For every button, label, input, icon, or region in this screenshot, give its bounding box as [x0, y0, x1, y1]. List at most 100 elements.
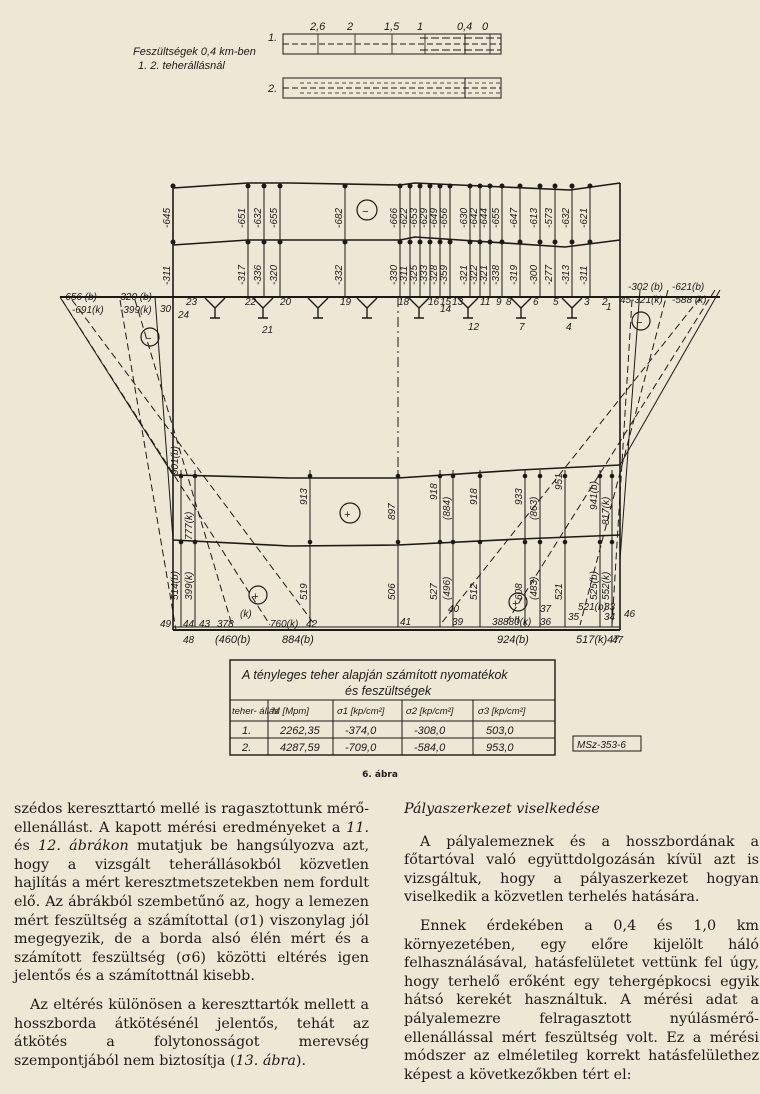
mid-stress-value: -311	[162, 266, 173, 285]
mid-stress-value: -321	[479, 265, 490, 285]
plus-sign-center: +	[344, 509, 351, 521]
top-stress-value: -632	[253, 208, 264, 228]
table-cell: -584,0	[414, 742, 446, 754]
left-column: szédos kereszttartó mellé is ragasztottu…	[14, 800, 369, 1080]
node-label: 38	[492, 617, 504, 628]
mid-stress-value: -325	[409, 265, 420, 285]
lower-top-value: 777(k)	[184, 512, 195, 540]
girder-frame	[59, 289, 721, 631]
lower-top-value: 913	[299, 488, 310, 505]
node-number: 9	[496, 297, 502, 308]
rib-symbol	[307, 297, 329, 319]
text-run: és	[14, 838, 39, 855]
top-stress-value: -573	[544, 208, 555, 228]
legend-title-2: 1. 2. teherállásnál	[138, 60, 225, 72]
top-stress-value: -653	[409, 208, 420, 228]
mid-stress-value: -333	[419, 265, 430, 285]
table-cell: 953,0	[486, 742, 514, 754]
mid-stress-value: -328	[429, 265, 440, 285]
bottom-label-1: (460(b)	[215, 634, 251, 646]
node-number: 1	[606, 302, 612, 313]
plus-sign-left: +	[252, 591, 259, 603]
figure-ref: 11.	[346, 819, 369, 836]
lower-top-value: 918	[429, 483, 440, 500]
rib-symbol	[356, 297, 378, 319]
top-stress-value: -644	[479, 208, 490, 228]
right-label-5: -588 (k)	[672, 295, 706, 306]
node-number: 6	[533, 297, 539, 308]
lower-bottom-value: 521	[554, 583, 565, 600]
node-label: 521(b)	[578, 602, 607, 613]
right-paragraph-2: Ennek érdekében a 0,4 és 1,0 km környeze…	[404, 917, 759, 1083]
table-cell: 2262,35	[279, 725, 321, 737]
figure-caption: 6. ábra	[362, 770, 398, 780]
node-number: 15	[440, 297, 452, 308]
legend-row2-label: 2.	[267, 83, 277, 95]
mid-stress-value: -322	[469, 265, 480, 285]
bottom-label-4: 517(k)47	[576, 634, 620, 646]
legend-title-1: Feszültségek 0,4 km-ben	[133, 46, 256, 58]
node-label: 378	[217, 619, 234, 630]
top-stress-value: -651	[237, 208, 248, 228]
minus-sign-left: −	[145, 333, 152, 345]
node-number: 23	[185, 297, 198, 308]
node-number: 16	[428, 297, 440, 308]
right-label-3: 45	[620, 295, 632, 306]
node-label: (k)	[240, 609, 252, 620]
node-number: 13	[452, 297, 464, 308]
node-number: 4	[566, 322, 572, 333]
node-label: 880(k)	[503, 617, 531, 628]
lower-top-value: (863)	[529, 497, 540, 520]
top-stress-value: -649	[429, 208, 440, 228]
figure-ref: 12. ábrákon	[38, 838, 129, 855]
mid-stress-value: -336	[253, 265, 264, 285]
lower-bottom-value: 506	[387, 583, 398, 600]
table-title-1: A tényleges teher alapján számított nyom…	[241, 668, 508, 682]
minus-sign-right: −	[636, 317, 643, 329]
lower-top-value: (884)	[442, 497, 453, 520]
left-paragraph-2: Az eltérés különösen a kereszttartók mel…	[14, 996, 369, 1070]
left-label-5: 30	[160, 304, 172, 315]
lower-top-value: 933	[514, 488, 525, 505]
lower-value-columns: 901(b)514(b)777(k)399(k)9135198975069185…	[170, 446, 615, 627]
left-label-3: -320 (b)	[117, 292, 152, 303]
rib-symbol	[204, 297, 226, 319]
lower-top-value: 897	[387, 503, 398, 520]
scale-tick: 1,5	[384, 21, 400, 33]
lower-bottom-value: 552(k)	[601, 572, 612, 600]
mid-stress-value: -313	[561, 265, 572, 285]
top-stress-value: -642	[469, 208, 480, 228]
lower-bottom-value: 512	[469, 583, 480, 600]
rib-symbol	[561, 297, 583, 319]
node-label: 41	[400, 617, 411, 628]
plus-sign-right: +	[512, 598, 519, 610]
left-paragraph-1: szédos kereszttartó mellé is ragasztottu…	[14, 800, 369, 986]
lower-top-value: 951	[554, 473, 565, 490]
figure-6-diagram: Feszültségek 0,4 km-ben 1. 2. teherállás…	[59, 21, 721, 756]
figure-ref: 13. ábra	[235, 1052, 296, 1069]
top-stress-value: -622	[399, 208, 410, 228]
left-label-4: -399(k)	[120, 305, 152, 316]
node-label: 37	[540, 604, 552, 615]
results-table: A tényleges teher alapján számított nyom…	[229, 659, 642, 756]
upper-value-columns: -645-311-651-317-632-336-655-320-682-332…	[162, 183, 593, 297]
table-header: σ1 [kp/cm²]	[337, 706, 385, 717]
table-header: σ3 [kp/cm²]	[478, 706, 526, 717]
node-number: 2	[601, 297, 608, 308]
text-run: ).	[295, 1052, 306, 1069]
table-cell: 1.	[242, 725, 251, 737]
longitudinal-ribs	[204, 297, 583, 319]
lower-bottom-value: 519	[299, 583, 310, 600]
legend-row1-label: 1.	[268, 32, 277, 44]
left-label-2: -691(k)	[72, 305, 104, 316]
table-header: M [Mpm]	[272, 706, 309, 717]
mid-stress-value: -311	[579, 266, 590, 285]
top-stress-value: -629	[419, 208, 430, 228]
top-stress-value: -647	[509, 208, 520, 228]
node-label: 40	[448, 604, 460, 615]
table-cell: -308,0	[414, 725, 446, 737]
node-number: 22	[244, 297, 257, 308]
